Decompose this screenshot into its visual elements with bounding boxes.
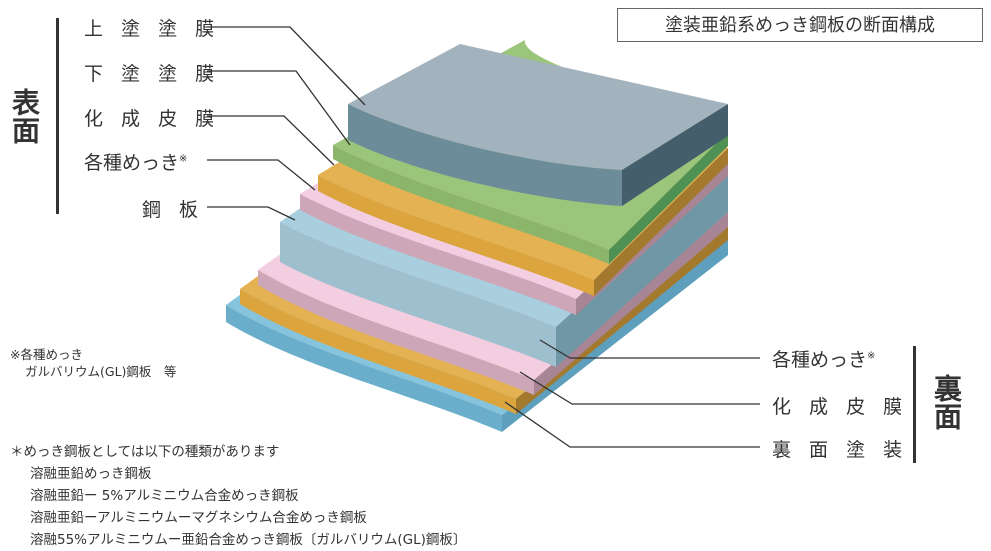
label-top-coat: 上 塗 塗 膜 — [84, 18, 221, 40]
front-leader-lines — [207, 26, 366, 221]
label-front-plating-text: 各種めっき — [84, 152, 180, 174]
label-back-plating-text: 各種めっき — [772, 349, 868, 371]
footnote-line2: ガルバリウム(GL)鋼板 等 — [25, 364, 177, 379]
notes-item-4: 溶融55%アルミニウムー亜鉛合金めっき鋼板〔ガルバリウム(GL)鋼板〕 — [30, 532, 467, 548]
label-front-chemical: 化 成 皮 膜 — [84, 108, 221, 130]
label-front-plating: 各種めっき※ — [84, 148, 187, 175]
label-steel: 鋼 板 — [142, 199, 205, 221]
plating-types-notes: ＊めっき鋼板としては以下の種類があります 溶融亜鉛めっき鋼板 溶融亜鉛ー 5%ア… — [10, 441, 466, 551]
notes-item-2: 溶融亜鉛ー 5%アルミニウム合金めっき鋼板 — [30, 488, 299, 504]
top-coat-layer — [348, 44, 728, 206]
diagram-title: 塗装亜鉛系めっき鋼板の断面構成 — [617, 8, 983, 42]
label-primer: 下 塗 塗 膜 — [84, 63, 221, 85]
footnote-line1: ※各種めっき — [10, 347, 83, 362]
notes-item-1: 溶融亜鉛めっき鋼板 — [30, 466, 152, 482]
label-back-coat: 裏 面 塗 装 — [772, 439, 909, 461]
front-side-label: 表面 — [8, 88, 41, 144]
label-back-chemical: 化 成 皮 膜 — [772, 396, 909, 418]
back-side-label: 裏面 — [930, 374, 963, 430]
footnote: ※各種めっき ガルバリウム(GL)鋼板 等 — [10, 346, 176, 380]
notes-heading: ＊めっき鋼板としては以下の種類があります — [10, 444, 280, 460]
back-bar — [913, 346, 916, 463]
front-bar — [56, 18, 59, 214]
plating-mark: ※ — [179, 153, 188, 165]
back-plating-mark: ※ — [867, 350, 876, 362]
back-leader-lines — [504, 339, 760, 448]
label-back-plating: 各種めっき※ — [772, 345, 875, 372]
notes-item-3: 溶融亜鉛ーアルミニウムーマグネシウム合金めっき鋼板 — [30, 510, 367, 526]
